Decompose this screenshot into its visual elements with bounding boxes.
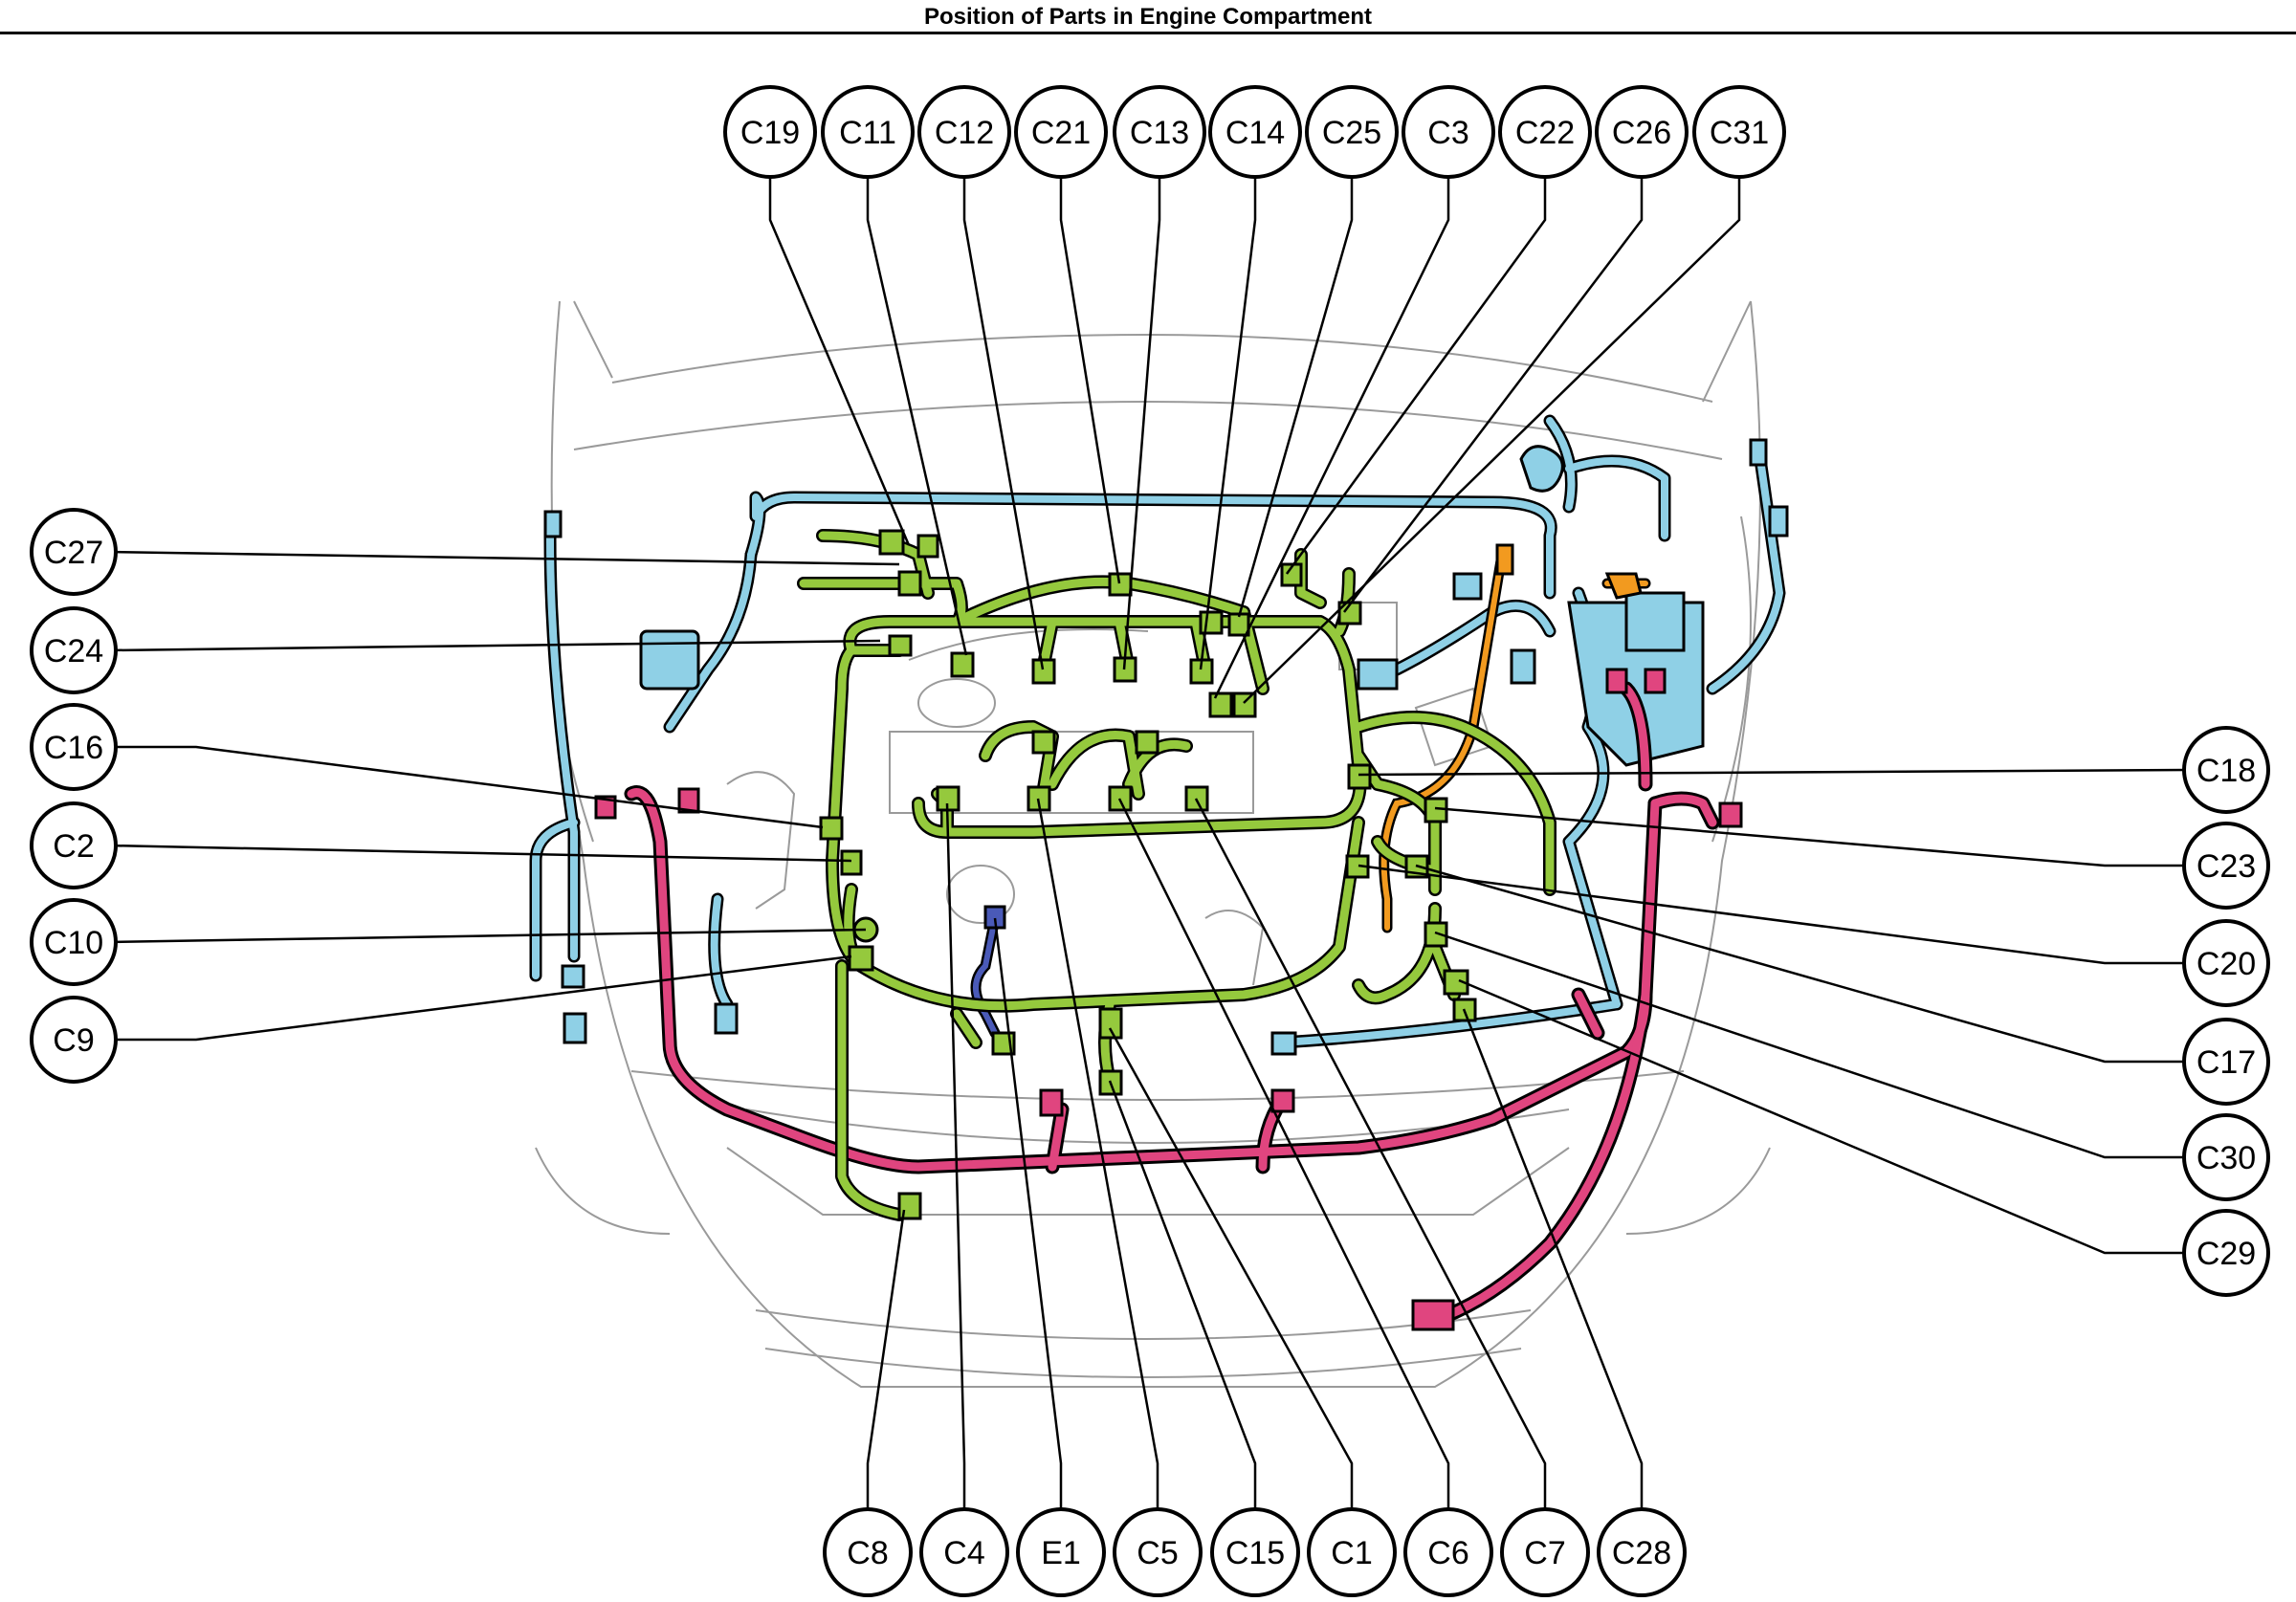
label-c5: C5 <box>1113 1507 1203 1597</box>
label-c26: C26 <box>1595 85 1689 179</box>
label-c23: C23 <box>2182 822 2270 910</box>
navy-harness-fill <box>973 915 998 1036</box>
label-c28-text: C28 <box>1612 1535 1671 1571</box>
label-c3: C3 <box>1402 85 1495 179</box>
label-c15: C15 <box>1210 1507 1300 1597</box>
label-c2: C2 <box>30 801 118 889</box>
label-c30: C30 <box>2182 1113 2270 1201</box>
label-c19-text: C19 <box>740 115 800 151</box>
leader-lines <box>106 177 2194 1511</box>
label-c10-text: C10 <box>44 925 103 961</box>
label-c31-text: C31 <box>1710 115 1769 151</box>
label-c22-text: C22 <box>1515 115 1575 151</box>
label-c28: C28 <box>1597 1507 1687 1597</box>
label-c6-text: C6 <box>1427 1535 1468 1571</box>
label-c14-text: C14 <box>1225 115 1285 151</box>
label-c18-text: C18 <box>2197 753 2256 789</box>
label-c8: C8 <box>823 1507 913 1597</box>
label-c29-text: C29 <box>2197 1236 2256 1272</box>
label-c25: C25 <box>1305 85 1399 179</box>
label-c16-text: C16 <box>44 730 103 766</box>
label-c11: C11 <box>821 85 915 179</box>
page-title: Position of Parts in Engine Compartment <box>923 4 1373 30</box>
label-c6: C6 <box>1403 1507 1493 1597</box>
title-rule <box>0 32 2296 34</box>
label-c3-text: C3 <box>1427 115 1468 151</box>
label-c17: C17 <box>2182 1018 2270 1106</box>
label-c7: C7 <box>1500 1507 1590 1597</box>
label-c23-text: C23 <box>2197 848 2256 885</box>
label-c31: C31 <box>1692 85 1786 179</box>
blue-harness-fill <box>532 417 1783 1046</box>
label-c24-text: C24 <box>44 633 103 669</box>
label-c2-text: C2 <box>53 828 94 865</box>
green-harness-fill <box>799 531 1555 1219</box>
label-c4: C4 <box>919 1507 1009 1597</box>
label-c4-text: C4 <box>943 1535 984 1571</box>
green-components <box>819 529 1477 1220</box>
label-c20-text: C20 <box>2197 946 2256 982</box>
label-c22: C22 <box>1498 85 1592 179</box>
label-c5-text: C5 <box>1137 1535 1178 1571</box>
label-c12: C12 <box>917 85 1011 179</box>
label-c19: C19 <box>723 85 817 179</box>
label-c8-text: C8 <box>847 1535 888 1571</box>
label-c12-text: C12 <box>935 115 994 151</box>
label-c15-text: C15 <box>1225 1535 1285 1571</box>
label-c30-text: C30 <box>2197 1140 2256 1176</box>
label-c27: C27 <box>30 508 118 596</box>
title-bar: Position of Parts in Engine Compartment <box>0 0 2296 34</box>
orange-components <box>1495 543 1643 600</box>
label-c18: C18 <box>2182 726 2270 814</box>
label-c9-text: C9 <box>53 1022 94 1059</box>
label-c9: C9 <box>30 996 118 1084</box>
label-c11-text: C11 <box>839 115 896 151</box>
label-c1: C1 <box>1307 1507 1397 1597</box>
label-e1: E1 <box>1016 1507 1106 1597</box>
label-c21-text: C21 <box>1031 115 1091 151</box>
label-c14: C14 <box>1208 85 1302 179</box>
label-c17-text: C17 <box>2197 1044 2256 1081</box>
label-c27-text: C27 <box>44 535 103 571</box>
label-c1-text: C1 <box>1331 1535 1372 1571</box>
label-c16: C16 <box>30 703 118 791</box>
label-c29: C29 <box>2182 1209 2270 1297</box>
pink-components <box>594 668 1743 1331</box>
label-c20: C20 <box>2182 919 2270 1007</box>
label-c24: C24 <box>30 606 118 694</box>
label-c25-text: C25 <box>1322 115 1381 151</box>
label-c26-text: C26 <box>1612 115 1671 151</box>
label-c21: C21 <box>1014 85 1108 179</box>
label-c7-text: C7 <box>1524 1535 1565 1571</box>
label-c13: C13 <box>1113 85 1206 179</box>
blue-components <box>543 438 1789 1056</box>
label-e1-text: E1 <box>1041 1535 1081 1571</box>
label-c13-text: C13 <box>1130 115 1189 151</box>
label-c10: C10 <box>30 898 118 986</box>
